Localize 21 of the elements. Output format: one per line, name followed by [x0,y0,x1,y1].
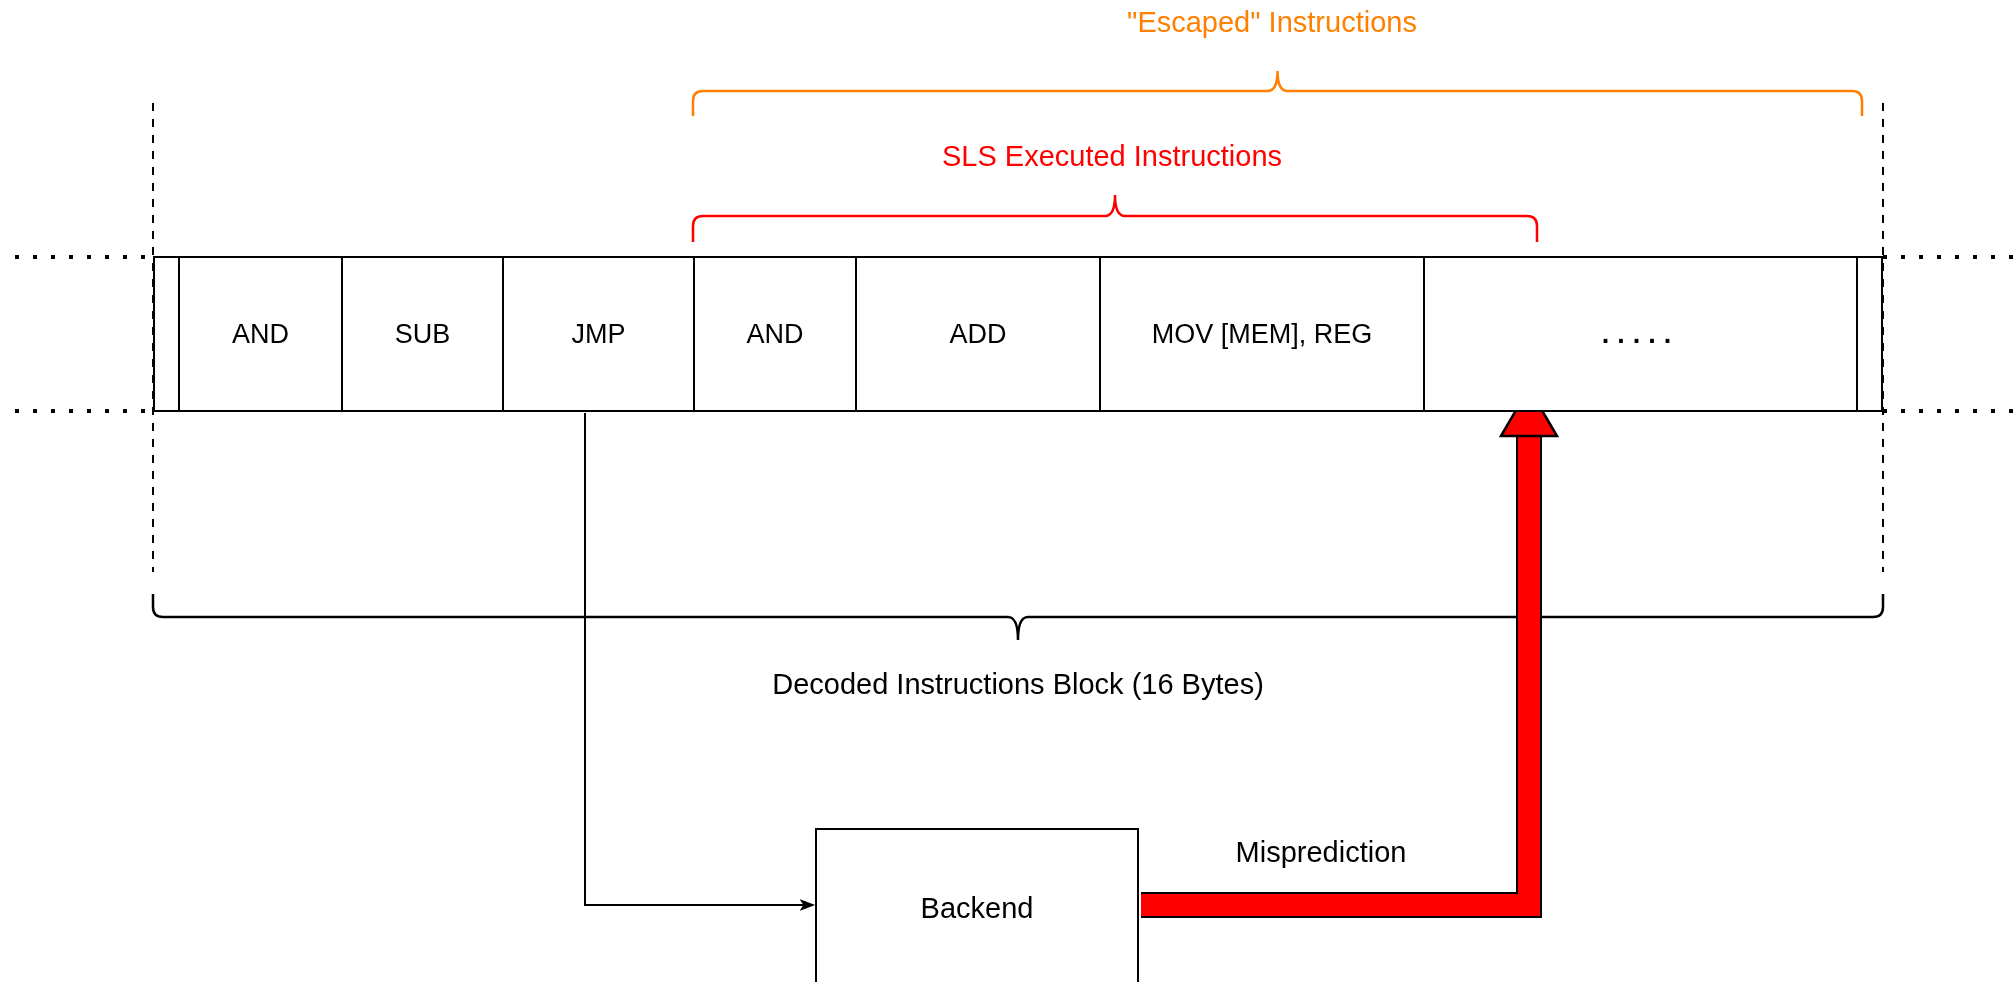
node-text: AND [232,318,289,350]
instruction-cell [855,256,1101,412]
instruction-cell [1099,256,1425,412]
node-text: Backend [920,891,1034,925]
node-text: MOV [MEM], REG [1151,318,1373,350]
instruction-cell [341,256,504,412]
node-text: AND [746,318,804,350]
node-text: SUB [394,318,451,350]
instruction-cell [693,256,857,412]
empty-cell [1856,256,1883,412]
instruction-cell [1423,256,1858,412]
node-text: JMP [571,318,626,350]
process-box [815,828,1139,982]
instruction-cell [502,256,695,412]
brace-label: SLS Executed Instructions [941,140,1283,173]
brace-label: Decoded Instructions Block (16 Bytes) [772,668,1264,701]
instruction-cell [178,256,343,412]
empty-cell [153,256,180,412]
node-text: ..... [1601,318,1680,350]
brace-label: "Escaped" Instructions [1127,6,1417,39]
node-text: ADD [949,318,1007,350]
